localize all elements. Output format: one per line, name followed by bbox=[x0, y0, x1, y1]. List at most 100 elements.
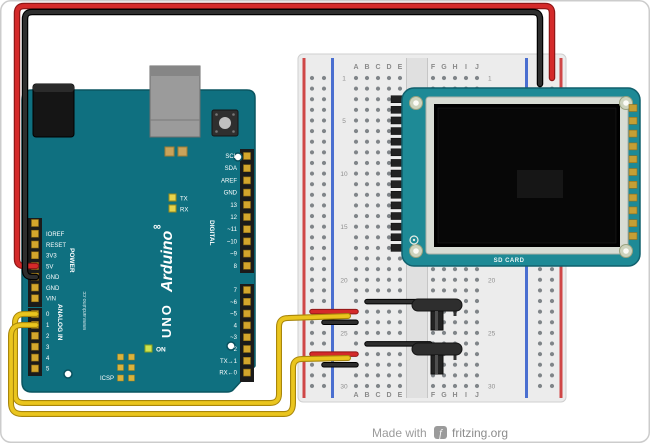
arduino-url: www.arduino.cc bbox=[82, 291, 88, 331]
potentiometer-2[interactable] bbox=[411, 342, 463, 375]
column-letter: G bbox=[441, 64, 447, 71]
column-letter: C bbox=[375, 392, 380, 399]
icsp-label: ICSP bbox=[100, 376, 114, 382]
column-letter: F bbox=[431, 392, 436, 399]
column-letter: E bbox=[398, 64, 403, 71]
arduino-model: UNO bbox=[159, 303, 174, 338]
column-letter: A bbox=[353, 64, 358, 71]
digital-group-label: DIGITAL bbox=[208, 220, 215, 246]
column-letter: J bbox=[475, 64, 479, 71]
column-letter: H bbox=[452, 64, 457, 71]
column-letter: E bbox=[398, 392, 403, 399]
column-letter: D bbox=[386, 392, 391, 399]
pin-label: 8 bbox=[234, 264, 238, 270]
power-group-label: POWER bbox=[68, 248, 75, 273]
column-letter: H bbox=[452, 392, 457, 399]
pin-label: 3V3 bbox=[46, 254, 57, 260]
pin-label: 12 bbox=[230, 215, 237, 221]
tft-logo-mark bbox=[409, 235, 419, 245]
column-letter: B bbox=[364, 392, 369, 399]
pin-label: ~5 bbox=[230, 312, 238, 318]
pin-label: ~11 bbox=[227, 227, 237, 233]
pin-label: ~9 bbox=[230, 252, 238, 258]
power-jack bbox=[32, 83, 75, 138]
pin-label: ~6 bbox=[230, 300, 238, 306]
row-number: 10 bbox=[340, 171, 348, 178]
row-number: 20 bbox=[488, 277, 496, 284]
arduino-infinity-logo: ∞ bbox=[153, 221, 161, 233]
on-led-label: ON bbox=[156, 347, 166, 354]
column-letter: G bbox=[441, 392, 447, 399]
arduino-uno-board[interactable]: ICSP TX RX ON SCL SDA AREF GND 13 12 ~11… bbox=[21, 65, 256, 393]
tx-led bbox=[168, 193, 177, 202]
pin-label: VIN bbox=[46, 297, 56, 303]
watermark: Made with f fritzing.org bbox=[372, 426, 508, 440]
pin-label: TX→1 bbox=[220, 359, 238, 365]
fritzing-logo-glyph: f bbox=[439, 429, 443, 440]
rx-led bbox=[168, 204, 177, 213]
left-rail-holes bbox=[306, 72, 330, 392]
pin-label: RESET bbox=[46, 243, 66, 249]
pin-label: 2 bbox=[234, 347, 238, 353]
row-number: 30 bbox=[488, 384, 496, 391]
ground-wire-black[interactable] bbox=[21, 8, 544, 281]
pin-label: 1 bbox=[46, 323, 50, 329]
pin-label: IOREF bbox=[46, 232, 65, 238]
reset-button[interactable] bbox=[211, 109, 239, 137]
row-number: 25 bbox=[340, 330, 348, 337]
row-number: 1 bbox=[342, 76, 346, 83]
mounting-hole bbox=[233, 152, 243, 162]
signal-wire-yellow-1[interactable] bbox=[12, 311, 351, 406]
icsp-header[interactable] bbox=[117, 353, 124, 382]
sd-card-pads bbox=[628, 104, 638, 240]
arduino-brand: Arduino bbox=[159, 230, 176, 293]
left-positive-rail-line bbox=[302, 58, 306, 398]
tft-display-module[interactable]: SD CARD bbox=[390, 87, 641, 267]
pin-label: 4 bbox=[46, 356, 50, 362]
pin-label: GND bbox=[224, 191, 238, 197]
capacitor bbox=[177, 146, 188, 157]
pot-shaft-highlight bbox=[435, 355, 438, 374]
terminal-holes-left-half bbox=[350, 72, 406, 392]
potentiometer-1[interactable] bbox=[411, 298, 463, 331]
column-letter: J bbox=[475, 392, 479, 399]
rx-led-label: RX bbox=[180, 208, 188, 214]
pin-label: 3 bbox=[46, 345, 50, 351]
row-number: 1 bbox=[488, 76, 492, 83]
capacitor bbox=[164, 146, 175, 157]
row-number: 5 bbox=[342, 118, 346, 125]
sd-card-label: SD CARD bbox=[494, 258, 525, 264]
pin-label: 7 bbox=[234, 288, 238, 294]
usb-connector bbox=[149, 65, 201, 138]
pin-label: 5V bbox=[46, 264, 53, 270]
row-number: 15 bbox=[340, 224, 348, 231]
pin-label: GND bbox=[46, 286, 60, 292]
power-wire-red[interactable] bbox=[13, 2, 556, 270]
pot-shaft-highlight bbox=[435, 311, 438, 330]
pot-body bbox=[411, 342, 463, 356]
column-letter: I bbox=[465, 392, 467, 399]
mounting-hole bbox=[63, 369, 73, 379]
screen-glass-area bbox=[517, 170, 563, 198]
watermark-brand-link[interactable]: fritzing.org bbox=[452, 426, 508, 440]
digital-header-bottom-pins bbox=[243, 286, 251, 377]
pin-label: AREF bbox=[221, 178, 237, 184]
row-number: 20 bbox=[340, 277, 348, 284]
column-letter: D bbox=[386, 64, 391, 71]
left-negative-rail-line bbox=[331, 58, 334, 398]
pin-label: SCL bbox=[225, 154, 237, 160]
pin-label: 2 bbox=[46, 334, 50, 340]
pin-label: RX←0 bbox=[219, 371, 237, 377]
pin-label: GND bbox=[46, 275, 60, 281]
pin-label: 0 bbox=[46, 312, 50, 318]
tft-mounting-holes bbox=[409, 96, 633, 258]
signal-wire-yellow-2[interactable] bbox=[8, 322, 351, 417]
digital-header-top-pins bbox=[243, 152, 251, 270]
pin-label: 4 bbox=[234, 323, 238, 329]
row-number: 25 bbox=[488, 330, 496, 337]
on-led bbox=[144, 344, 153, 353]
icsp-header[interactable] bbox=[128, 353, 135, 382]
pot-body bbox=[411, 298, 463, 312]
